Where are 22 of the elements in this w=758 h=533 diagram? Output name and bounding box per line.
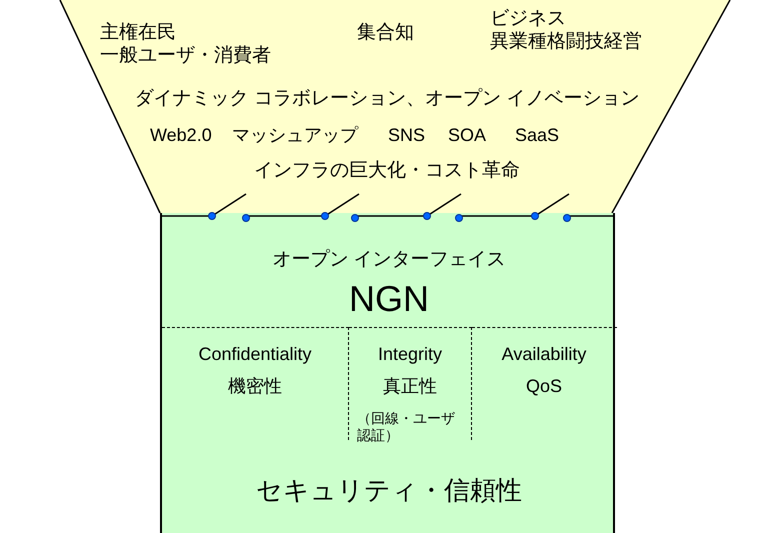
node-text: Availability (502, 344, 586, 366)
node-text: 集合知 (357, 22, 414, 45)
node-text: Confidentiality (198, 344, 312, 366)
node-text: SOA (448, 125, 486, 147)
node-text: （回線・ユーザ認証） (357, 410, 455, 444)
node-text: SNS (388, 125, 426, 147)
security-cell (162, 327, 349, 440)
node-text: SaaS (515, 125, 560, 147)
node-text: 真正性 (383, 376, 437, 398)
node-text: 主権在民一般ユーザ・消費者 (100, 22, 271, 68)
node-text: インフラの巨大化・コスト革命 (254, 160, 520, 183)
node-text: オープン インターフェイス (272, 249, 506, 272)
node-text: Web2.0 (150, 125, 212, 147)
node-text: マッシュアップ (232, 125, 358, 147)
node-text: ダイナミック コラボレーション、オープン イノベーション (134, 88, 640, 111)
node-text: 機密性 (228, 376, 282, 398)
node-text: NGN (349, 277, 429, 320)
node-text: セキュリティ・信頼性 (256, 475, 522, 506)
node-text: ビジネス異業種格闘技経営 (490, 8, 642, 54)
node-text: Integrity (378, 344, 442, 366)
network-box (160, 213, 615, 533)
node-text: QoS (526, 376, 562, 398)
